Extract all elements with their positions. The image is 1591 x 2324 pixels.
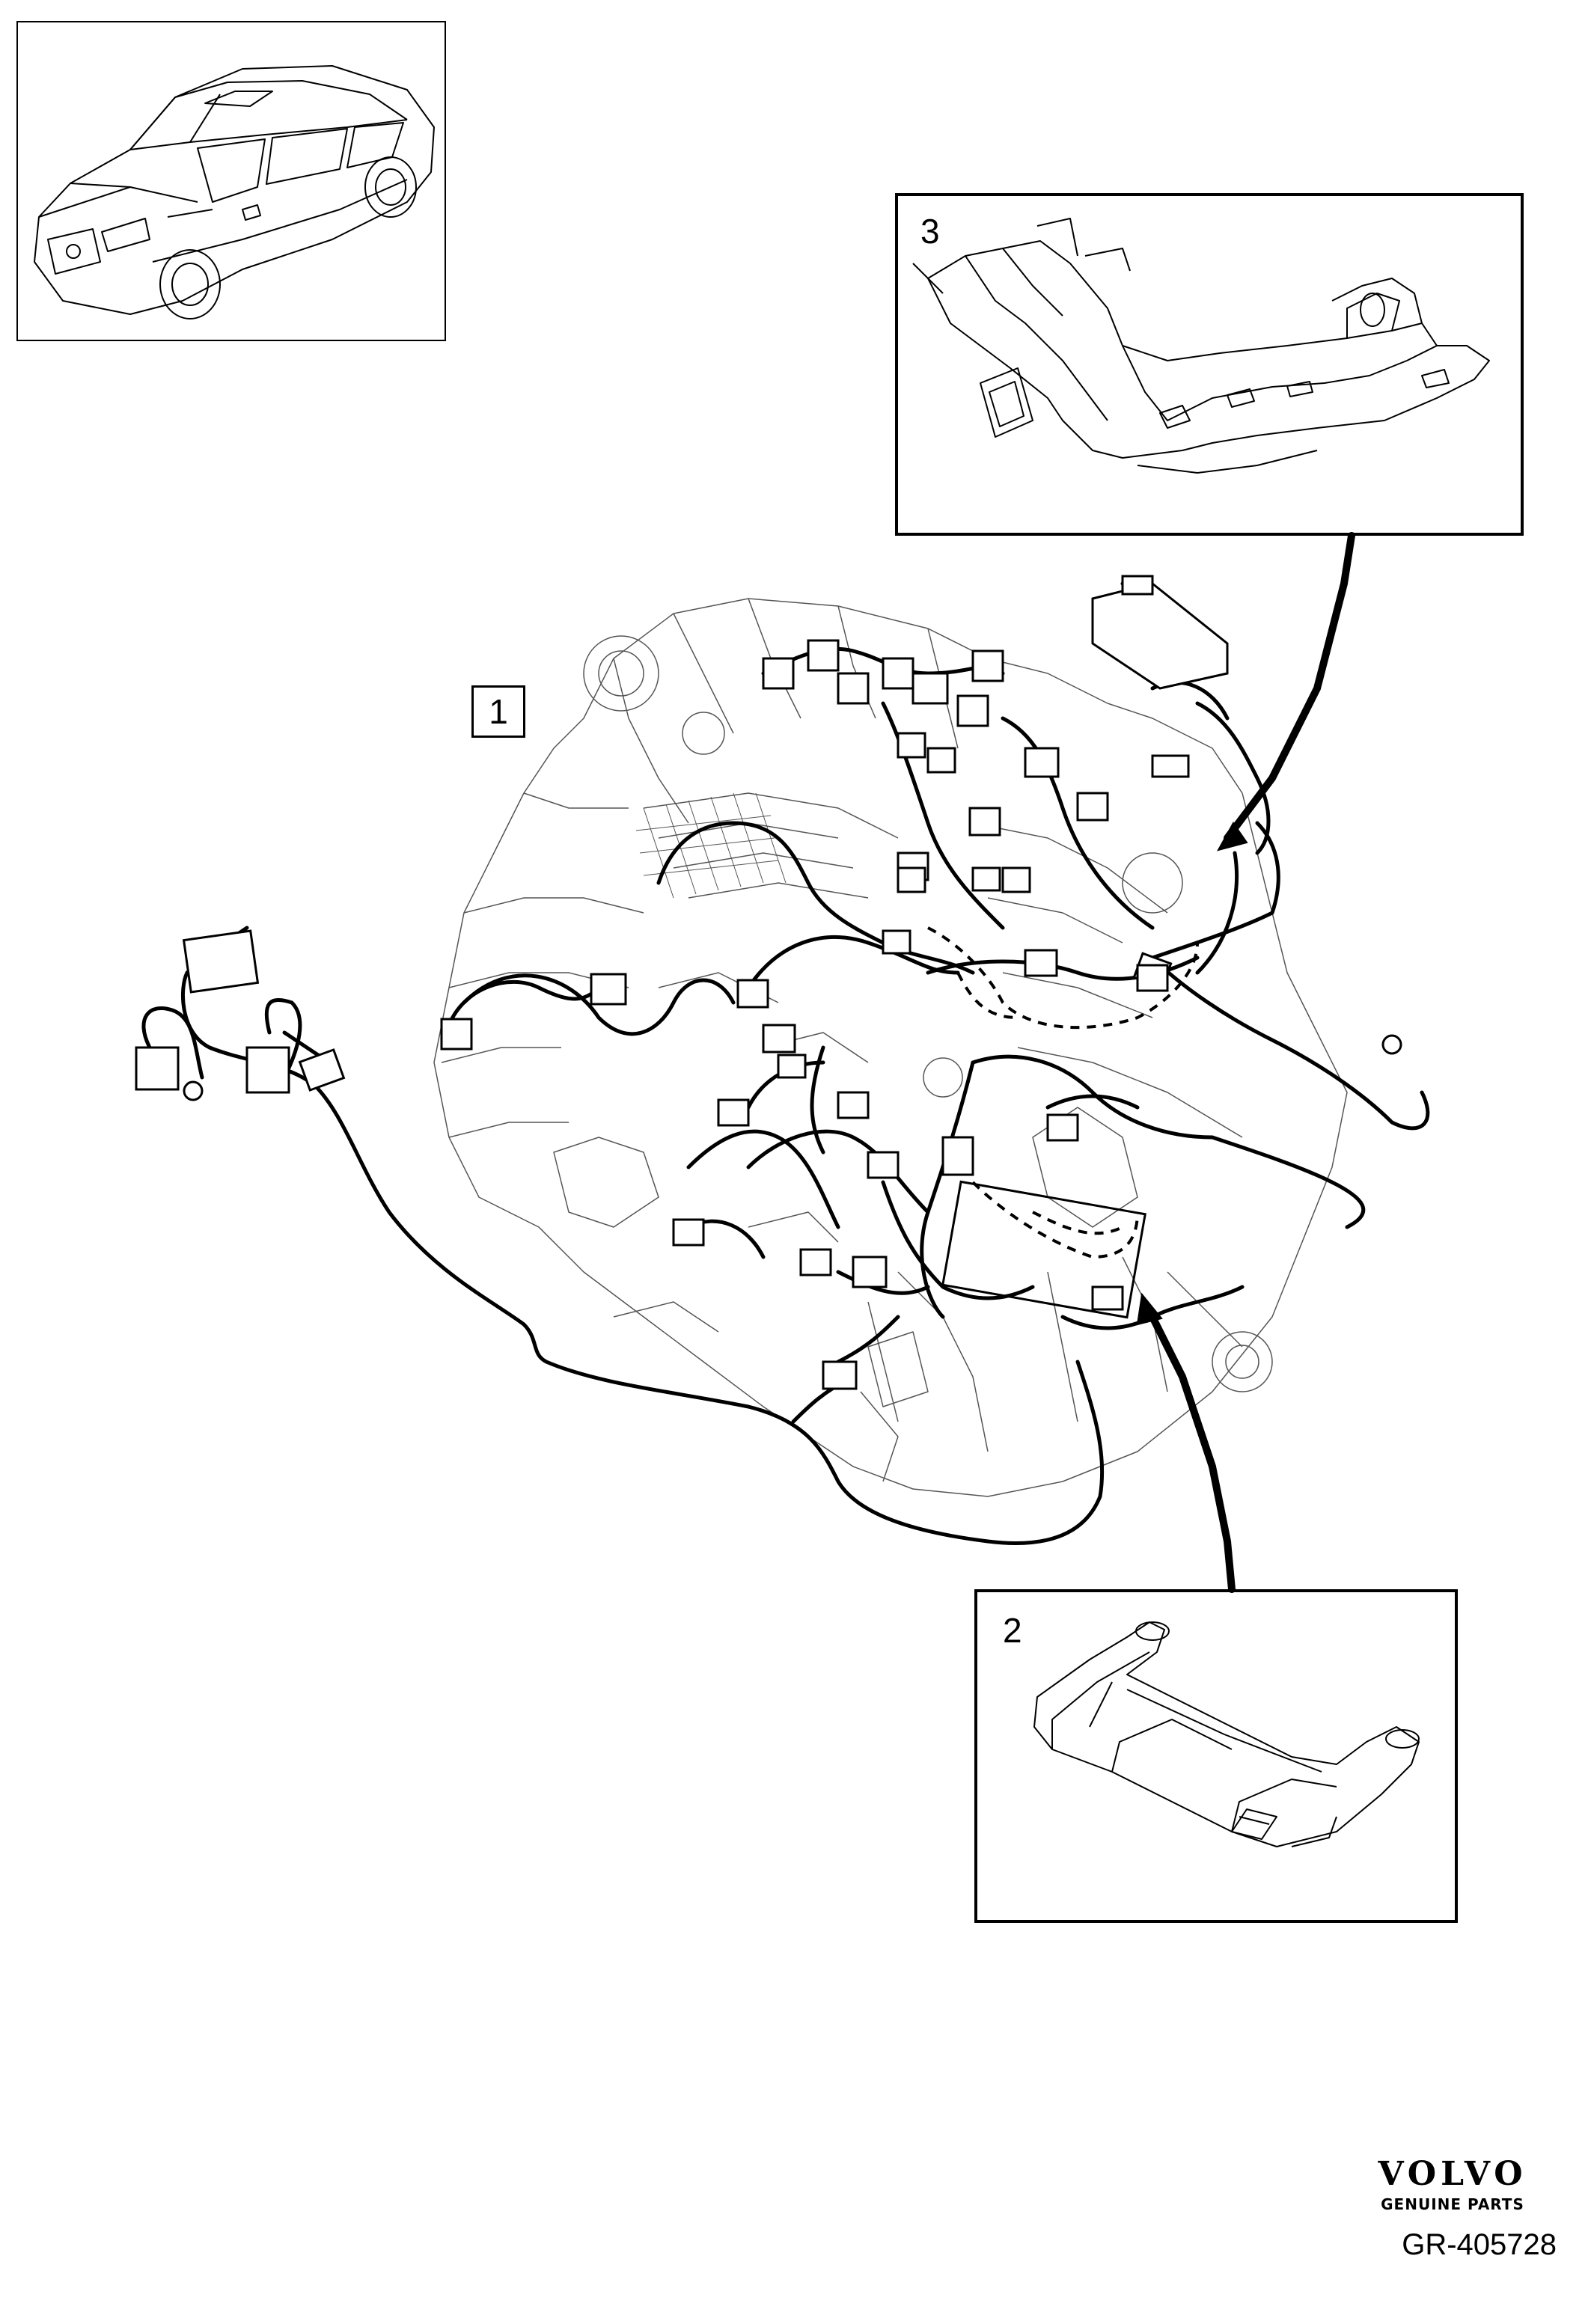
connector-9 bbox=[971, 866, 1001, 892]
connector-5 bbox=[777, 1054, 807, 1079]
volvo-logo: VOLVO bbox=[1378, 2155, 1527, 2193]
engine-block-outline bbox=[433, 598, 1348, 1497]
connector-8 bbox=[968, 807, 1001, 837]
connector-22 bbox=[897, 732, 926, 759]
detail-3-panel bbox=[895, 193, 1524, 536]
connector-30 bbox=[799, 1248, 832, 1276]
callout-number-3: 3 bbox=[920, 212, 940, 251]
callout-box-1: 1 bbox=[471, 685, 525, 738]
connector-19 bbox=[911, 672, 949, 705]
connector-36 bbox=[1136, 964, 1169, 992]
control-module-outline bbox=[1032, 1107, 1138, 1228]
connector-25 bbox=[1001, 866, 1031, 893]
connector-20 bbox=[971, 649, 1004, 682]
connector-29 bbox=[672, 1218, 705, 1247]
connector-top-right bbox=[1121, 575, 1154, 596]
hidden-harness-routes bbox=[927, 926, 1199, 1259]
car-outline-illustration bbox=[34, 65, 435, 319]
connector-3 bbox=[736, 979, 769, 1009]
figure-reference-number: GR-405728 bbox=[1402, 2228, 1557, 2261]
connector-2 bbox=[590, 973, 627, 1006]
connector-28 bbox=[867, 1151, 900, 1179]
intake-grid bbox=[635, 792, 787, 899]
genuine-parts-tagline: GENUINE PARTS bbox=[1381, 2195, 1524, 2213]
connector-left-1 bbox=[135, 1046, 180, 1091]
connector-33 bbox=[941, 1136, 974, 1176]
connector-34 bbox=[1046, 1113, 1079, 1142]
connector-10 bbox=[1024, 747, 1060, 778]
connector-27 bbox=[837, 1091, 870, 1119]
connector-21 bbox=[956, 694, 989, 727]
connector-32 bbox=[822, 1360, 858, 1390]
callout-number-2: 2 bbox=[1003, 1611, 1022, 1650]
connector-4 bbox=[762, 1024, 796, 1054]
connector-large-left bbox=[182, 929, 260, 994]
connector-16 bbox=[807, 639, 840, 672]
connector-6 bbox=[882, 929, 911, 955]
connector-23 bbox=[926, 747, 956, 774]
connector-11 bbox=[1076, 792, 1109, 822]
callout-number-1: 1 bbox=[489, 692, 508, 731]
connector-14 bbox=[1024, 949, 1058, 977]
harness-cover-3-illustration bbox=[912, 218, 1490, 474]
connector-18 bbox=[882, 657, 914, 690]
harness-connectors bbox=[135, 575, 1402, 1390]
connector-12 bbox=[1151, 754, 1190, 778]
connector-left-2 bbox=[245, 1046, 290, 1094]
ground-eyelet-left bbox=[183, 1080, 204, 1101]
leader-arrows bbox=[1136, 532, 1355, 1593]
harness-cover-2-illustration bbox=[1033, 1621, 1420, 1847]
vehicle-overview-thumbnail bbox=[16, 21, 446, 341]
detail-2-panel bbox=[974, 1589, 1458, 1923]
ground-eyelet-right bbox=[1381, 1034, 1402, 1055]
connector-24 bbox=[897, 866, 926, 893]
connector-15 bbox=[762, 657, 795, 690]
module-box-top-right bbox=[1091, 582, 1229, 690]
ecu-module bbox=[941, 1180, 1146, 1319]
connector-31 bbox=[852, 1256, 888, 1288]
connector-17 bbox=[837, 672, 870, 705]
connector-35 bbox=[1091, 1285, 1124, 1311]
connector-26 bbox=[717, 1098, 750, 1127]
connector-1 bbox=[440, 1018, 473, 1051]
connector-left-3 bbox=[298, 1048, 346, 1092]
